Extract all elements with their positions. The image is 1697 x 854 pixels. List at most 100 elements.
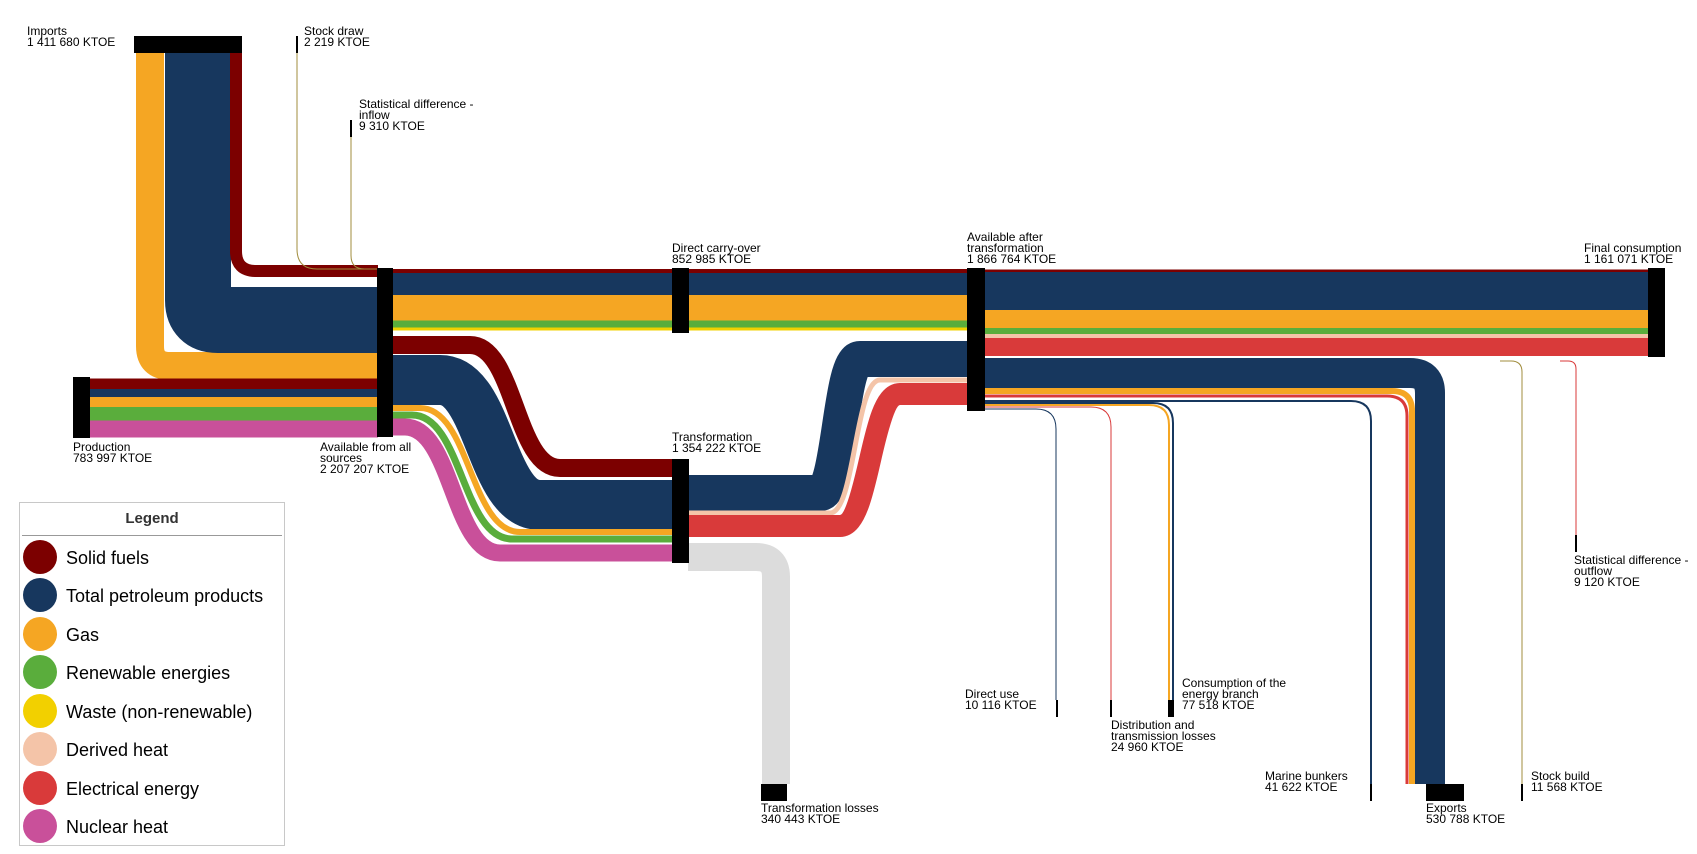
- production-title: Production: [73, 440, 131, 454]
- node-available-after[interactable]: [967, 268, 985, 411]
- coal-cart-icon: [23, 540, 57, 574]
- node-final-consumption[interactable]: [1648, 268, 1665, 357]
- node-stat-diff-inflow[interactable]: [350, 120, 352, 137]
- node-imports[interactable]: [134, 36, 242, 53]
- sankey-nodes: [73, 36, 1665, 801]
- available-all-title-2: sources: [320, 451, 363, 465]
- label-stat-diff-outflow: Statistical difference - outflow 9 120 K…: [1574, 553, 1689, 589]
- label-production: Production 783 997 KTOE: [73, 440, 153, 465]
- energy-branch-title-1: Consumption of the: [1182, 676, 1287, 690]
- link-transform-renewables: [393, 411, 672, 543]
- marine-bunkers-title: Marine bunkers: [1265, 769, 1348, 783]
- legend-item-solid-fuels[interactable]: Solid fuels: [23, 539, 281, 575]
- oil-barrel-icon: [23, 578, 57, 612]
- legend-item-waste[interactable]: Waste (non-renewable): [23, 693, 281, 729]
- imports-value: 1 411 680 KTOE: [27, 35, 116, 49]
- legend-item-gas[interactable]: Gas: [23, 616, 281, 652]
- node-transformation-losses[interactable]: [761, 784, 787, 801]
- legend-item-renewables[interactable]: Renewable energies: [23, 654, 281, 690]
- link-stock-build: [1500, 360, 1523, 795]
- power-plug-icon: [23, 771, 57, 805]
- final-consumption-value: 1 161 071 KTOE: [1584, 252, 1674, 266]
- link-transform-gas: [393, 405, 672, 535]
- legend-item-electrical[interactable]: Electrical energy: [23, 770, 281, 806]
- stat-diff-in-title-2: inflow: [359, 108, 390, 122]
- link-energy-branch: [985, 402, 1174, 700]
- label-transformation: Transformation 1 354 222 KTOE: [672, 431, 761, 454]
- legend-label-gas: Gas: [66, 625, 100, 645]
- legend-label-solid-fuels: Solid fuels: [66, 548, 150, 568]
- link-exports-electrical: [985, 394, 1409, 784]
- legend-item-derived-heat[interactable]: Derived heat: [23, 731, 281, 767]
- link-transform-nuclear: [393, 418, 672, 562]
- link-energy-branch-gas: [985, 404, 1170, 700]
- link-transformation-losses: [688, 543, 790, 784]
- link-stat-diff-in: [350, 122, 378, 270]
- production-value: 783 997 KTOE: [73, 451, 153, 465]
- trash-bin-icon: [23, 694, 57, 728]
- direct-carry-value: 852 985 KTOE: [672, 252, 752, 266]
- stat-diff-in-value: 9 310 KTOE: [359, 119, 425, 133]
- flame-icon: [23, 617, 57, 651]
- link-exports-petroleum: [985, 358, 1445, 784]
- link-imports-solid: [230, 50, 378, 277]
- energy-branch-value: 77 518 KTOE: [1182, 698, 1255, 712]
- legend-item-nuclear[interactable]: Nuclear heat: [23, 808, 281, 844]
- distribution-title-2: transmission losses: [1111, 729, 1216, 743]
- label-final-consumption: Final consumption 1 161 071 KTOE: [1584, 241, 1682, 266]
- node-distribution-losses[interactable]: [1110, 700, 1112, 717]
- available-all-value: 2 207 207 KTOE: [320, 462, 410, 476]
- node-direct-use[interactable]: [1056, 700, 1058, 717]
- available-after-value: 1 866 764 KTOE: [967, 252, 1057, 266]
- direct-use-title: Direct use: [965, 687, 1020, 701]
- direct-carry-title: Direct carry-over: [672, 241, 761, 255]
- node-stock-draw[interactable]: [296, 36, 298, 53]
- node-stock-build[interactable]: [1521, 784, 1523, 801]
- label-available-after: Available after transformation 1 866 764…: [967, 231, 1057, 266]
- link-imports-gas: [136, 50, 378, 380]
- energy-branch-title-2: energy branch: [1182, 687, 1259, 701]
- stock-build-value: 11 568 KTOE: [1531, 780, 1603, 794]
- node-exports[interactable]: [1426, 784, 1464, 801]
- label-energy-branch: Consumption of the energy branch 77 518 …: [1182, 676, 1287, 712]
- node-available-all[interactable]: [377, 268, 393, 437]
- stat-diff-out-value: 9 120 KTOE: [1574, 575, 1640, 589]
- label-distribution-losses: Distribution and transmission losses 24 …: [1111, 718, 1216, 753]
- label-stock-build: Stock build 11 568 KTOE: [1531, 769, 1603, 794]
- link-transform-petroleum: [393, 355, 672, 530]
- exports-title: Exports: [1426, 801, 1467, 815]
- legend-label-renewables: Renewable energies: [66, 663, 231, 683]
- label-direct-carry-over: Direct carry-over 852 985 KTOE: [672, 241, 761, 266]
- available-after-title-2: transformation: [967, 241, 1044, 255]
- label-marine-bunkers: Marine bunkers 41 622 KTOE: [1265, 769, 1348, 794]
- link-stock-draw: [296, 36, 378, 270]
- stat-diff-out-title-2: outflow: [1574, 564, 1613, 578]
- label-exports: Exports 530 788 KTOE: [1426, 801, 1506, 826]
- link-after-petroleum: [688, 341, 967, 511]
- legend-item-petroleum[interactable]: Total petroleum products: [23, 577, 281, 613]
- node-energy-branch[interactable]: [1168, 700, 1174, 717]
- label-imports: Imports 1 411 680 KTOE: [27, 24, 116, 49]
- node-direct-carry-over[interactable]: [672, 268, 689, 333]
- node-transformation[interactable]: [672, 459, 689, 563]
- legend-panel: Legend Solid fuels Total petroleum produ…: [19, 502, 285, 846]
- heat-factory-icon: [23, 732, 57, 766]
- legend-label-electrical: Electrical energy: [66, 779, 200, 799]
- stat-diff-out-title-1: Statistical difference -: [1574, 553, 1689, 567]
- sankey-links: [84, 36, 1648, 795]
- imports-title: Imports: [27, 24, 68, 38]
- node-marine-bunkers[interactable]: [1370, 784, 1372, 801]
- marine-bunkers-value: 41 622 KTOE: [1265, 780, 1338, 794]
- distribution-title-1: Distribution and: [1111, 718, 1195, 732]
- legend-label-nuclear: Nuclear heat: [66, 817, 169, 837]
- link-after-derived-heat: [688, 377, 967, 516]
- label-stock-draw: Stock draw 2 219 KTOE: [304, 25, 370, 49]
- node-production[interactable]: [73, 377, 90, 438]
- stock-draw-value: 2 219 KTOE: [304, 35, 370, 49]
- label-direct-use: Direct use 10 116 KTOE: [965, 687, 1037, 711]
- node-stat-diff-outflow[interactable]: [1575, 535, 1577, 552]
- stock-build-title: Stock build: [1531, 769, 1590, 783]
- final-consumption-title: Final consumption: [1584, 241, 1682, 255]
- exports-value: 530 788 KTOE: [1426, 812, 1506, 826]
